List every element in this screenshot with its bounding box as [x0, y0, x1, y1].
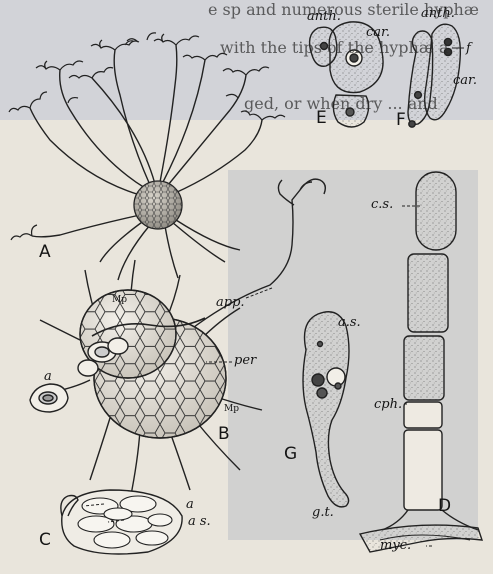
annotation-cph: cph.: [374, 398, 402, 411]
annotation-anth-e: anth.: [307, 10, 341, 23]
annotation-gt: g.t.: [312, 506, 334, 519]
monogram-mid: Mp: [224, 405, 239, 414]
figure-c-drawing: [61, 490, 182, 554]
annotation-as-c: a s.: [188, 515, 211, 528]
figure-label-d: D: [438, 498, 451, 515]
figure-label-c: C: [39, 532, 51, 549]
annotation-f: f: [466, 42, 471, 55]
figure-d-conidium-4: [404, 402, 442, 428]
figure-label-b: B: [218, 426, 230, 443]
annotation-a-c: a: [186, 498, 194, 511]
background-text-line-3: ged, or when dry ... and: [244, 96, 438, 112]
annotation-as-g: a.s.: [338, 316, 361, 329]
annotation-a-b: a: [44, 370, 52, 383]
annotation-car-e: car.: [366, 26, 390, 39]
figure-label-a: A: [39, 244, 51, 261]
figure-label-e: E: [316, 110, 327, 127]
figure-label-g: G: [284, 446, 297, 463]
figure-d-conidium-3: [404, 336, 444, 400]
figure-d-conidium-1: [416, 172, 456, 250]
background-text-line-2: with the tips of the hyphæ a: [220, 40, 449, 56]
annotation-myc: myc.: [380, 539, 411, 552]
annotation-anth-f: anth.: [421, 7, 455, 20]
figure-d-conidiophore: [404, 430, 442, 510]
figure-label-f: F: [396, 112, 406, 129]
annotation-car-f: car.: [453, 74, 477, 87]
annotation-cs: c.s.: [371, 198, 393, 211]
figure-d-conidium-2: [408, 254, 448, 332]
annotation-per: per: [234, 354, 256, 367]
annotation-app: app.: [216, 296, 245, 309]
monogram-top: Mp: [112, 296, 127, 305]
